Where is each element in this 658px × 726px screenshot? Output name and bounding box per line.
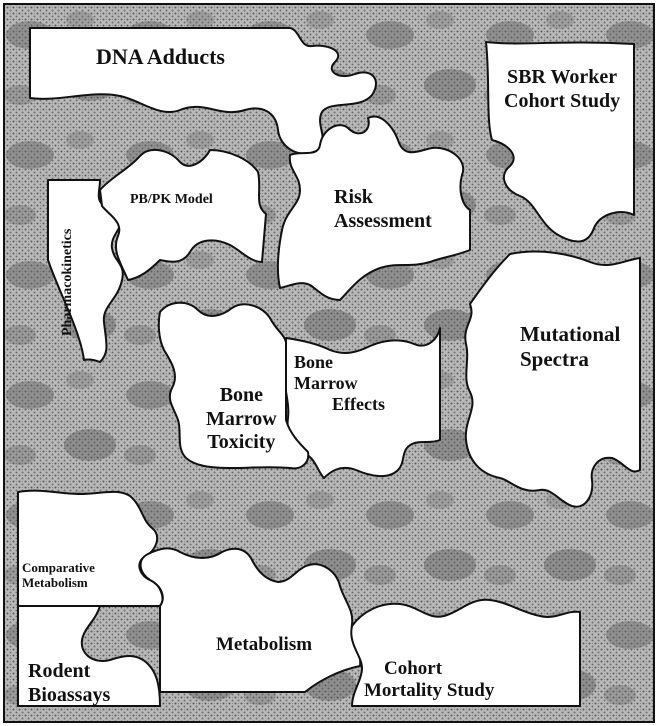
label-risk-assessment: Risk Assessment (334, 186, 432, 233)
label-rodent-bioassays: Rodent Bioassays (28, 660, 110, 707)
label-line: Bioassays (28, 684, 110, 708)
label-line: Spectra (520, 347, 620, 372)
label-pbpk-model: PB/PK Model (130, 192, 213, 209)
label-sbr-worker: SBR Worker Cohort Study (504, 66, 620, 113)
label-line: Bone (206, 384, 277, 408)
label-bone-marrow-effects: Bone Marrow Effects (294, 352, 385, 416)
label-line: DNA Adducts (96, 44, 225, 70)
label-bone-marrow-toxicity: Bone Marrow Toxicity (206, 384, 277, 455)
label-line: Pharmacokinetics (60, 229, 77, 336)
label-line: Cohort Study (504, 90, 620, 114)
label-line: Marrow (206, 408, 277, 432)
label-line: Mutational (520, 322, 620, 347)
label-line: Assessment (334, 210, 432, 234)
label-line: Effects (294, 394, 385, 415)
label-dna-adducts: DNA Adducts (96, 44, 225, 70)
label-comparative-metabolism: Comparative Metabolism (22, 560, 95, 591)
label-line: SBR Worker (504, 66, 620, 90)
label-line: Risk (334, 186, 432, 210)
label-line: Metabolism (216, 634, 312, 656)
label-line: Toxicity (206, 431, 277, 455)
label-pharmacokinetics: Pharmacokinetics (60, 229, 77, 336)
label-line: Rodent (28, 660, 110, 684)
label-line: Cohort (384, 658, 494, 680)
label-line: PB/PK Model (130, 192, 213, 209)
label-line: Bone (294, 352, 385, 373)
piece-metabolism (141, 548, 361, 692)
label-line: Mortality Study (364, 680, 494, 702)
label-line: Comparative (22, 560, 95, 575)
label-mutational-spectra: Mutational Spectra (520, 322, 620, 372)
label-cohort-mortality: Cohort Mortality Study (384, 658, 494, 703)
label-line: Marrow (294, 373, 385, 394)
label-metabolism: Metabolism (216, 634, 312, 656)
label-line: Metabolism (22, 575, 95, 590)
